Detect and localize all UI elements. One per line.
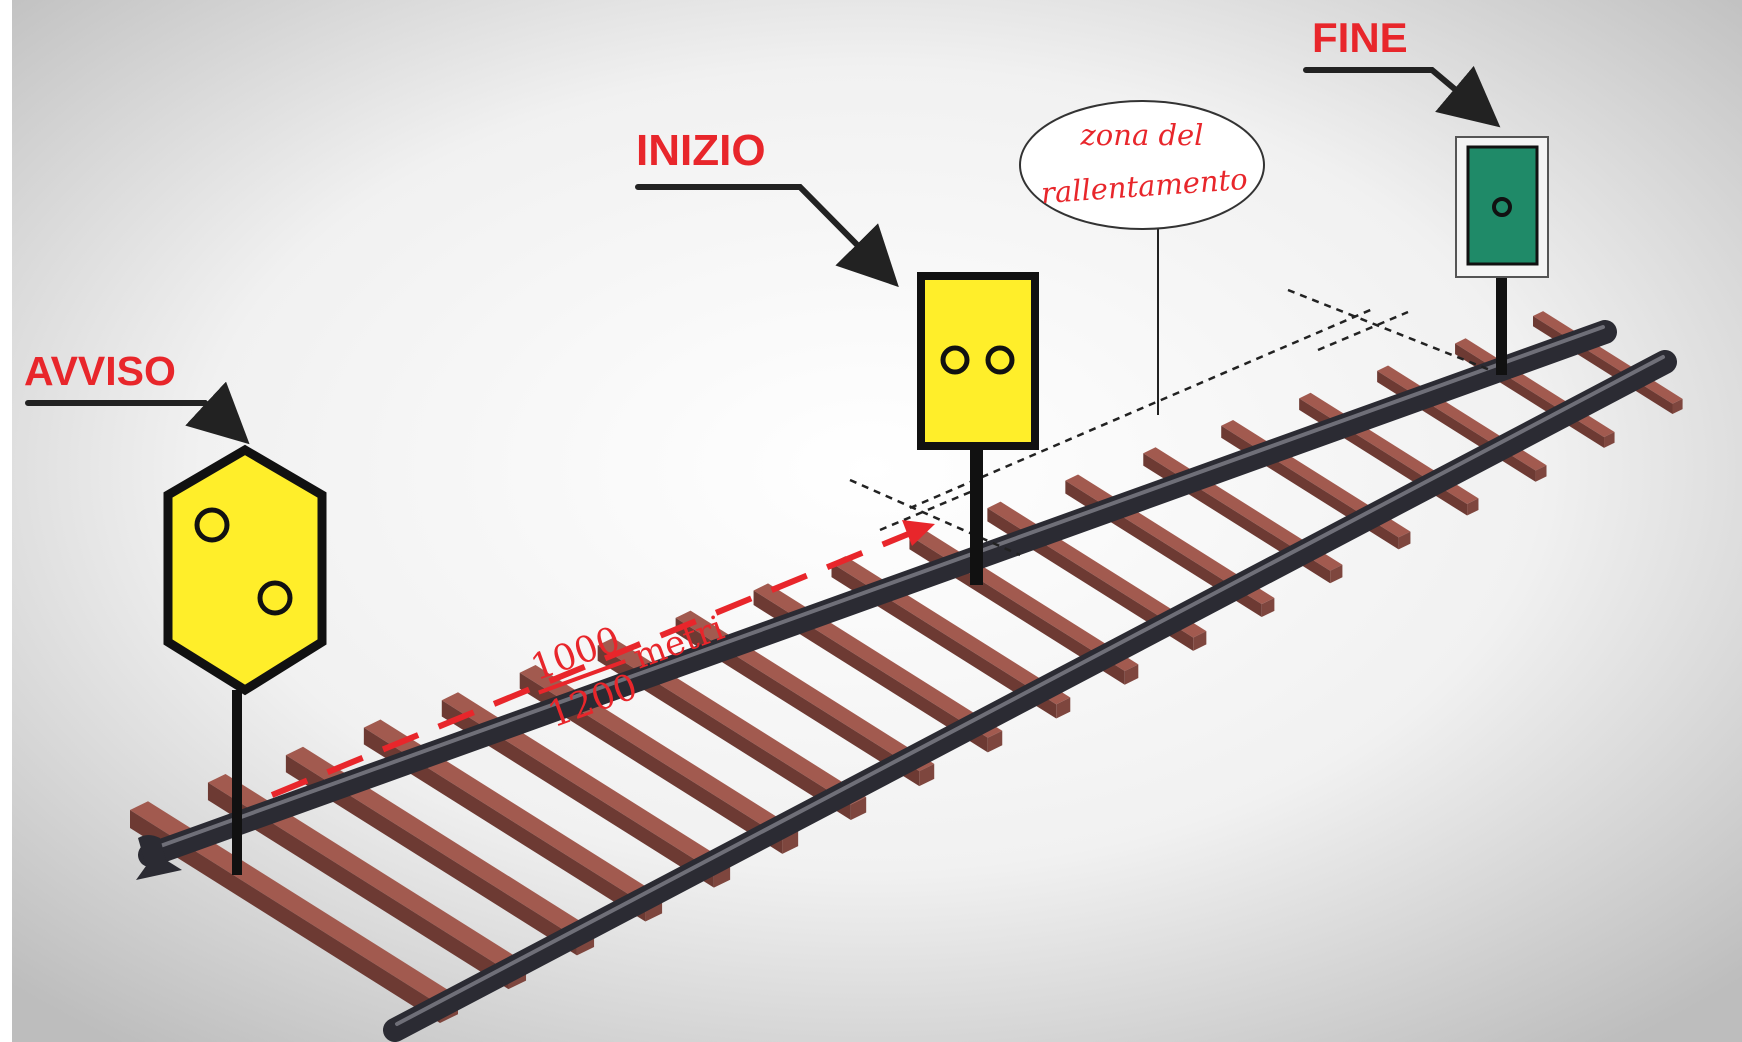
fine-board xyxy=(1468,147,1537,264)
left-border xyxy=(0,0,12,1042)
avviso-hexagon xyxy=(168,450,322,690)
zone-text-line1: zona del xyxy=(1080,118,1204,152)
avviso-pole xyxy=(232,690,242,875)
inizio-pole xyxy=(970,445,983,585)
fine-pole xyxy=(1496,275,1507,375)
inizio-board xyxy=(921,276,1035,446)
avviso-label: AVVISO xyxy=(24,348,176,394)
inizio-label: INIZIO xyxy=(636,126,766,175)
fine-label: FINE xyxy=(1312,14,1408,61)
